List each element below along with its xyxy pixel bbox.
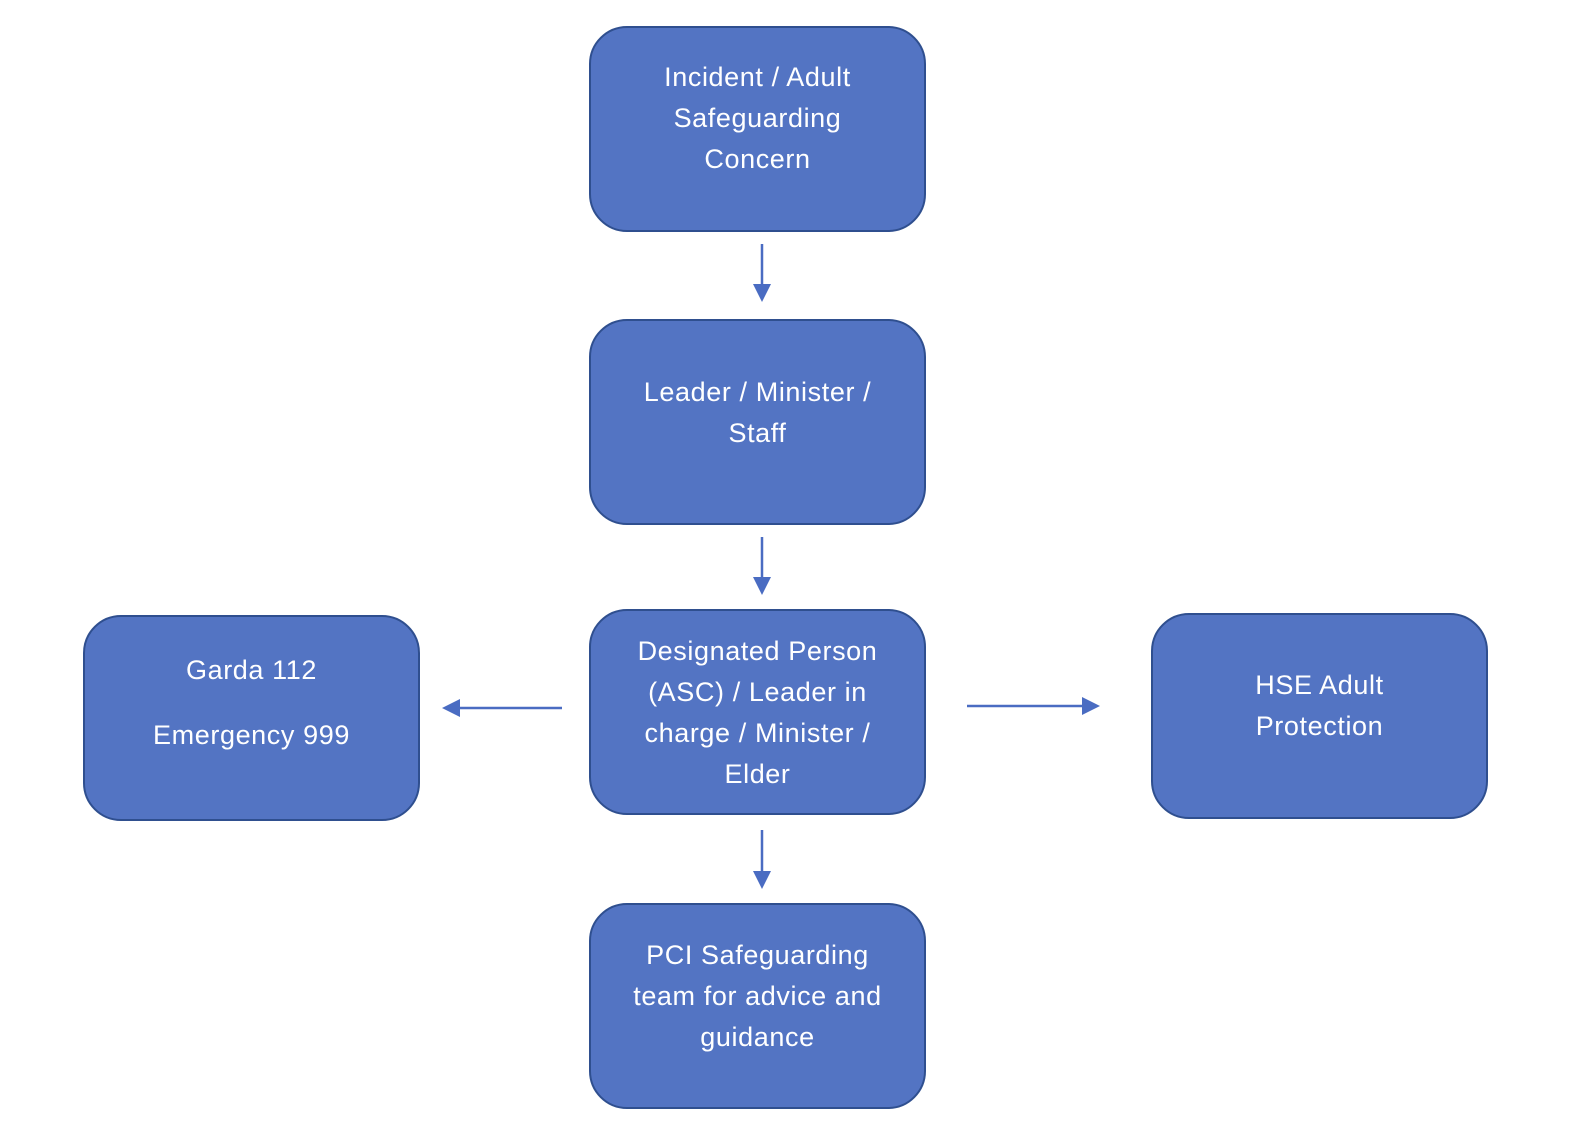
incident-line-1: Incident / Adult	[664, 62, 851, 92]
designated-line-3: charge / Minister /	[644, 718, 871, 748]
pci-line-1: PCI Safeguarding	[646, 940, 869, 970]
incident-line-3: Concern	[704, 144, 811, 174]
designated-line-1: Designated Person	[637, 636, 878, 666]
garda-line-2: Emergency 999	[153, 720, 350, 750]
pci-line-2: team for advice and	[633, 981, 882, 1011]
arrow-incident-to-leader	[753, 244, 771, 302]
incident-line-2: Safeguarding	[673, 103, 842, 133]
incident-node: Incident / Adult Safeguarding Concern	[589, 26, 926, 232]
hse-line-1: HSE Adult	[1255, 670, 1384, 700]
leader-line-2: Staff	[728, 418, 787, 448]
designated-node: Designated Person (ASC) / Leader in char…	[589, 609, 926, 815]
pci-node: PCI Safeguarding team for advice and gui…	[589, 903, 926, 1109]
arrow-leader-to-designated	[753, 537, 771, 595]
designated-line-4: Elder	[724, 759, 791, 789]
leader-line-1: Leader / Minister /	[643, 377, 872, 407]
garda-node: Garda 112 Emergency 999	[83, 615, 420, 821]
hse-node: HSE Adult Protection	[1151, 613, 1488, 819]
leader-node: Leader / Minister / Staff	[589, 319, 926, 525]
hse-line-2: Protection	[1255, 711, 1384, 741]
arrow-designated-to-pci	[753, 830, 771, 889]
pci-line-3: guidance	[700, 1022, 815, 1052]
garda-line-1: Garda 112	[186, 655, 317, 685]
arrow-designated-to-garda	[442, 699, 562, 717]
designated-line-2: (ASC) / Leader in	[648, 677, 867, 707]
arrow-designated-to-hse	[967, 697, 1100, 715]
